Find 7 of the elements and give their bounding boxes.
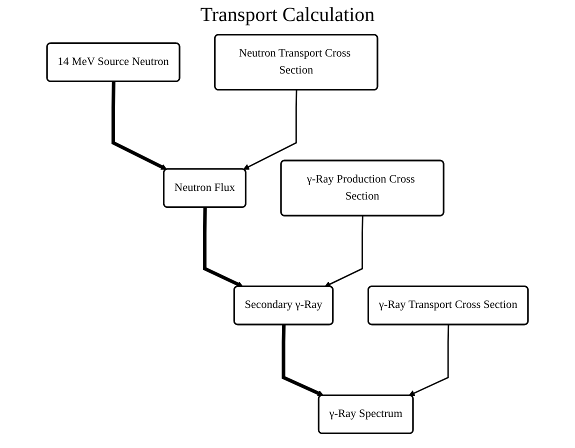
arrow — [112, 82, 168, 170]
arrow — [282, 324, 324, 396]
arrow — [202, 207, 244, 288]
diagram-title: Transport Calculation — [199, 4, 376, 27]
arrow — [408, 324, 450, 396]
arrow — [324, 216, 364, 288]
arrow — [243, 90, 298, 170]
